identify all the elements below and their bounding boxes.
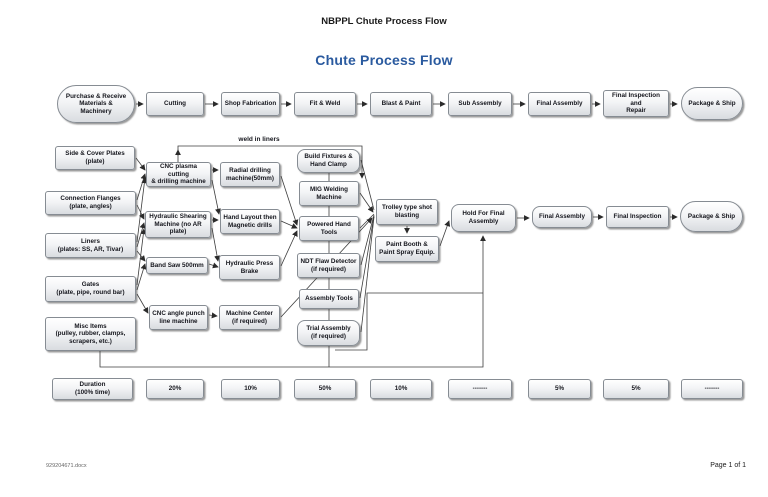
node-blast-paint: Blast & Paint [370,92,432,116]
node-trial-assembly: Trial Assembly (if required) [297,320,360,346]
node-hand-layout-magnetic: Hand Layout then Magnetic drills [220,209,280,234]
node-shop-fabrication: Shop Fabrication [221,92,280,116]
node-package-ship-top: Package & Ship [681,87,743,120]
node-radial-drilling: Radial drilling machine(50mm) [220,162,280,187]
duration-package-ship: ------- [681,379,743,399]
node-package-ship-mid: Package & Ship [680,201,743,232]
node-final-assembly-top: Final Assembly [528,92,591,116]
node-hydraulic-press-brake: Hydraulic Press Brake [219,255,280,280]
node-hold-for-final: Hold For Final Assembly [451,204,516,232]
node-cnc-plasma: CNC plasma cutting & drilling machine [146,162,211,187]
node-paint-booth: Paint Booth & Paint Spray Equip. [375,236,439,262]
duration-sub-assembly: ------- [448,379,512,399]
node-connection-flanges: Connection Flanges (plate, angles) [45,191,136,215]
node-powered-hand-tools: Powered Hand Tools [299,216,359,241]
node-cutting: Cutting [146,92,204,116]
duration-final-inspection: 5% [603,379,669,399]
node-gates: Gates (plate, pipe, round bar) [45,276,136,302]
node-side-cover-plates: Side & Cover Plates (plate) [55,146,135,170]
node-build-fixtures: Build Fixtures & Hand Clamp [297,149,360,173]
footer-page-number: Page 1 of 1 [710,462,746,469]
node-final-assembly-mid: Final Assembly [532,206,592,228]
duration-fit-weld: 50% [294,379,356,399]
node-liners: Liners (plates: SS, AR, Tivar) [45,233,136,258]
node-final-inspection-repair: Final Inspection and Repair [603,90,669,117]
document-title: NBPPL Chute Process Flow [321,16,447,27]
node-misc-items: Misc Items (pulley, rubber, clamps, scra… [45,317,136,351]
node-hydraulic-shearing: Hydraulic Shearing Machine (no AR plate) [145,211,211,238]
node-purchase-receive: Purchase & Receive Materials & Machinery [57,85,135,123]
duration-blast-paint: 10% [370,379,432,399]
duration-final-assembly: 5% [528,379,591,399]
node-fit-weld: Fit & Weld [294,92,356,116]
weld-in-liners-label: weld in liners [228,136,290,143]
node-mig-welding: MIG Welding Machine [299,181,359,206]
node-machine-center: Machine Center (if required) [219,305,280,330]
footer-filename: 929204671.docx [46,463,87,469]
duration-cutting: 20% [146,379,204,399]
node-ndt-flaw-detector: NDT Flaw Detector (if required) [297,253,360,278]
duration-header: Duration (100% time) [52,378,133,400]
node-band-saw: Band Saw 500mm [146,257,208,274]
node-cnc-angle-punch: CNC angle punch line machine [149,305,208,330]
node-final-inspection-mid: Final Inspection [606,206,669,228]
duration-shop-fabrication: 10% [221,379,280,399]
diagram-title: Chute Process Flow [315,52,453,68]
node-assembly-tools: Assembly Tools [299,289,359,309]
node-sub-assembly: Sub Assembly [448,92,512,116]
node-shot-blasting: Trolley type shot blasting [376,199,438,225]
